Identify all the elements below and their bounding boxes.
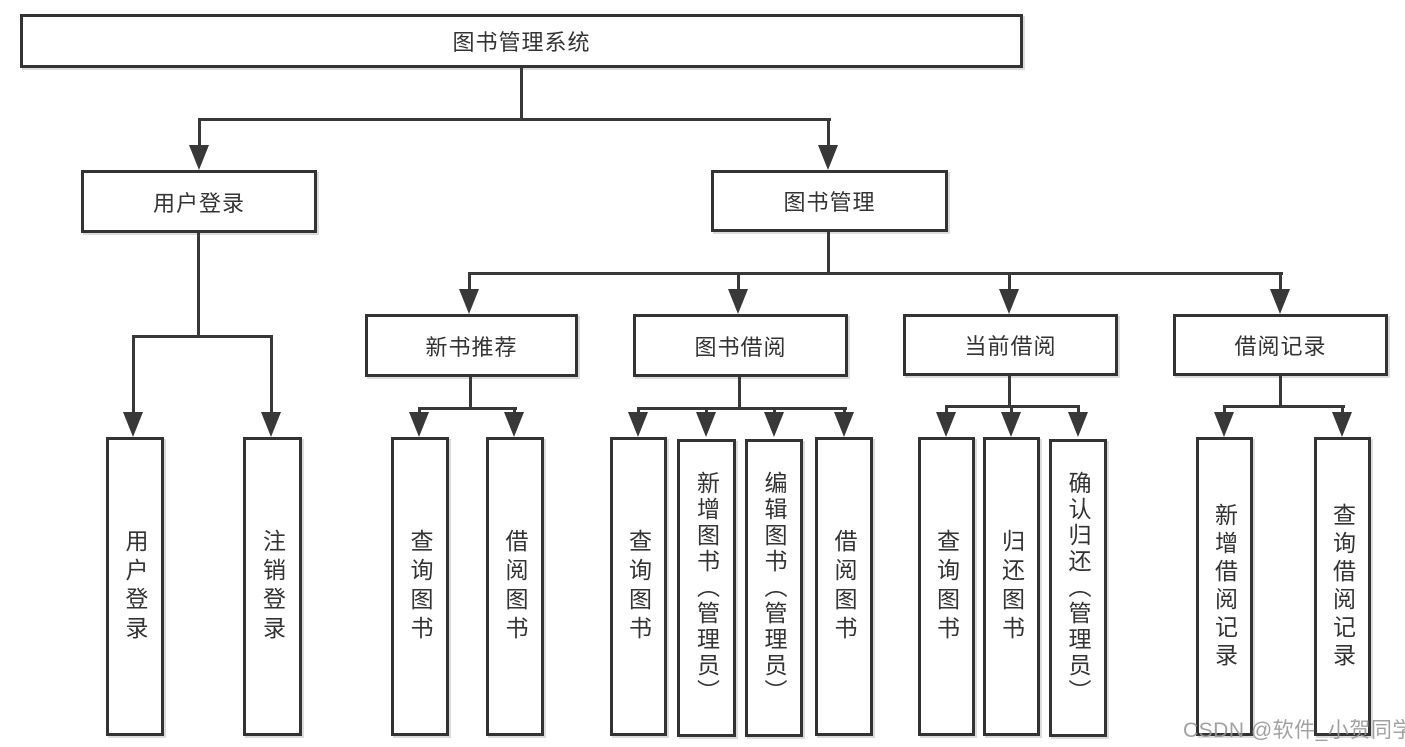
leaf-borrow-query-book-label: 查询图书 [625,528,652,645]
node-book-borrow: 图书借阅 [633,314,848,377]
watermark: CSDN @软件_小贺同学 [1183,719,1405,742]
arrow-down-icon [728,289,748,314]
connector-bookmgmt-stem [827,232,830,275]
leaf-borrow-borrow-book: 借阅图书 [815,437,873,736]
connector-drop-new-book [468,272,471,291]
connector-drop [773,407,776,415]
connector-currentborrow-stem [1008,376,1011,408]
connector-records-rail [1223,405,1345,408]
arrow-down-icon [1068,412,1088,437]
arrow-down-icon [189,145,209,170]
arrow-down-icon [123,412,143,437]
leaf-user-login: 用户登录 [106,437,164,736]
node-user-login-label: 用户登录 [152,190,245,216]
connector-drop-book-borrow [737,272,740,291]
node-user-login: 用户登录 [81,170,317,233]
leaf-current-return-book-label: 归还图书 [998,528,1025,645]
node-root-label: 图书管理系统 [452,30,591,55]
leaf-current-return-book: 归还图书 [983,437,1040,736]
connector-drop-borrow-records [1279,272,1282,291]
node-root: 图书管理系统 [20,14,1023,68]
connector-drop [513,407,516,415]
leaf-records-add-record: 新增借阅记录 [1196,437,1253,736]
node-book-management-label: 图书管理 [783,190,876,215]
connector-root-stem [520,68,523,121]
leaf-logout-login: 注销登录 [243,437,302,736]
connector-recommend-stem [469,377,472,410]
arrow-down-icon [261,412,281,437]
arrow-down-icon [1001,412,1021,437]
arrow-down-icon [834,412,854,437]
arrow-down-icon [459,289,479,314]
connector-records-stem [1279,376,1282,408]
connector-bookborrow-stem [738,377,741,410]
connector-recommend-rail [418,407,517,410]
arrow-down-icon [1214,412,1234,437]
connector-drop [418,407,421,415]
connector-drop-book-management [827,118,830,147]
connector-drop [1077,405,1080,415]
leaf-borrow-query-book: 查询图书 [610,437,667,736]
leaf-recommend-borrow-book: 借阅图书 [486,437,544,736]
connector-drop [637,407,640,415]
node-current-borrow: 当前借阅 [903,314,1118,376]
connector-drop [1341,405,1344,415]
arrow-down-icon [504,412,524,437]
leaf-current-query-book-label: 查询图书 [933,528,960,645]
connector-userlogin-stem [197,233,200,338]
node-new-book-recommend-label: 新书推荐 [425,334,518,360]
leaf-current-confirm-return-admin: 确认归还（管理员） [1049,439,1107,737]
arrow-down-icon [696,412,716,437]
node-book-borrow-label: 图书借阅 [694,334,787,360]
leaf-records-query-record: 查询借阅记录 [1314,437,1371,736]
leaf-current-query-book: 查询图书 [918,437,975,736]
arrow-down-icon [999,289,1019,314]
connector-drop-current-borrow [1008,272,1011,291]
connector-drop-user-login [198,118,201,147]
node-borrow-records: 借阅记录 [1173,314,1388,376]
connector-userlogin-rail [132,335,273,338]
connector-drop [705,407,708,415]
arrow-down-icon [409,412,429,437]
leaf-recommend-query-book-label: 查询图书 [407,528,433,645]
connector-drop [843,407,846,415]
arrow-down-icon [1332,412,1352,437]
connector-drop [1010,405,1013,415]
leaf-records-add-record-label: 新增借阅记录 [1211,502,1238,671]
node-new-book-recommend: 新书推荐 [365,314,578,377]
arrow-down-icon [936,412,956,437]
connector-drop [1223,405,1226,415]
arrow-down-icon [764,412,784,437]
connector-bookborrow-rail [637,407,847,410]
node-borrow-records-label: 借阅记录 [1234,334,1327,359]
arrow-down-icon [628,412,648,437]
leaf-borrow-edit-book-admin: 编辑图书（管理员） [745,439,803,737]
leaf-recommend-query-book: 查询图书 [391,437,449,736]
leaf-borrow-edit-book-admin-label: 编辑图书（管理员） [761,471,787,705]
arrow-down-icon [818,145,838,170]
leaf-logout-login-label: 注销登录 [259,528,286,645]
leaf-records-query-record-label: 查询借阅记录 [1329,502,1356,671]
connector-root-rail [198,118,831,121]
connector-bookmgmt-rail [469,272,1283,275]
leaf-borrow-borrow-book-label: 借阅图书 [831,528,857,645]
leaf-current-confirm-return-admin-label: 确认归还（管理员） [1065,471,1091,705]
arrow-down-icon [1270,289,1290,314]
leaf-borrow-add-book-admin: 新增图书（管理员） [677,439,736,737]
connector-drop-user-login-leaf [132,335,135,414]
node-current-borrow-label: 当前借阅 [964,334,1057,359]
leaf-recommend-borrow-book-label: 借阅图书 [502,528,528,645]
node-book-management: 图书管理 [711,170,948,232]
leaf-borrow-add-book-admin-label: 新增图书（管理员） [693,471,720,705]
connector-drop [945,405,948,415]
connector-drop-logout [270,335,273,414]
leaf-user-login-label: 用户登录 [122,528,148,645]
